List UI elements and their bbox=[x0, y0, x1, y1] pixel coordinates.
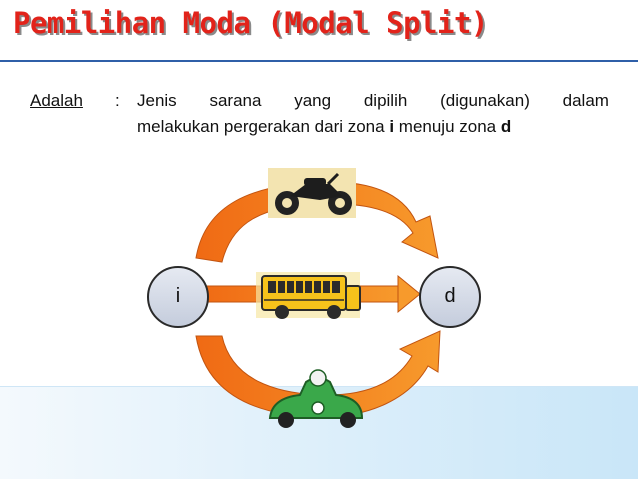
title-divider bbox=[0, 60, 638, 62]
definition-word: dalam bbox=[562, 91, 609, 110]
definition-text: menuju zona bbox=[394, 117, 501, 136]
definition-word: dipilih bbox=[363, 91, 408, 110]
car-icon bbox=[268, 369, 364, 428]
origin-node-label: i bbox=[175, 285, 181, 307]
definition-word: yang bbox=[294, 91, 332, 110]
definition-word: (digunakan) bbox=[440, 91, 530, 110]
definition-word: sarana bbox=[209, 91, 262, 110]
bus-icon bbox=[256, 272, 361, 319]
origin-zone-ref: i bbox=[389, 117, 395, 136]
definition-line-2: melakukan pergerakan dari zona i menuju … bbox=[137, 117, 511, 137]
slide-title: Pemilihan Moda (Modal Split) bbox=[13, 6, 488, 40]
destination-node-label: d bbox=[444, 285, 456, 307]
definition-separator: : bbox=[115, 91, 120, 110]
definition-text: melakukan pergerakan dari zona bbox=[137, 117, 390, 136]
definition-word: Jenis bbox=[137, 91, 177, 110]
bottom-route-arrow bbox=[195, 330, 441, 418]
definition-line-1: Jenis sarana yang dipilih (digunakan) da… bbox=[137, 91, 609, 111]
motorcycle-icon bbox=[268, 168, 356, 218]
destination-node bbox=[419, 266, 481, 328]
definition-term: Adalah bbox=[30, 91, 83, 110]
destination-zone-ref: d bbox=[500, 117, 512, 136]
origin-node bbox=[147, 266, 209, 328]
